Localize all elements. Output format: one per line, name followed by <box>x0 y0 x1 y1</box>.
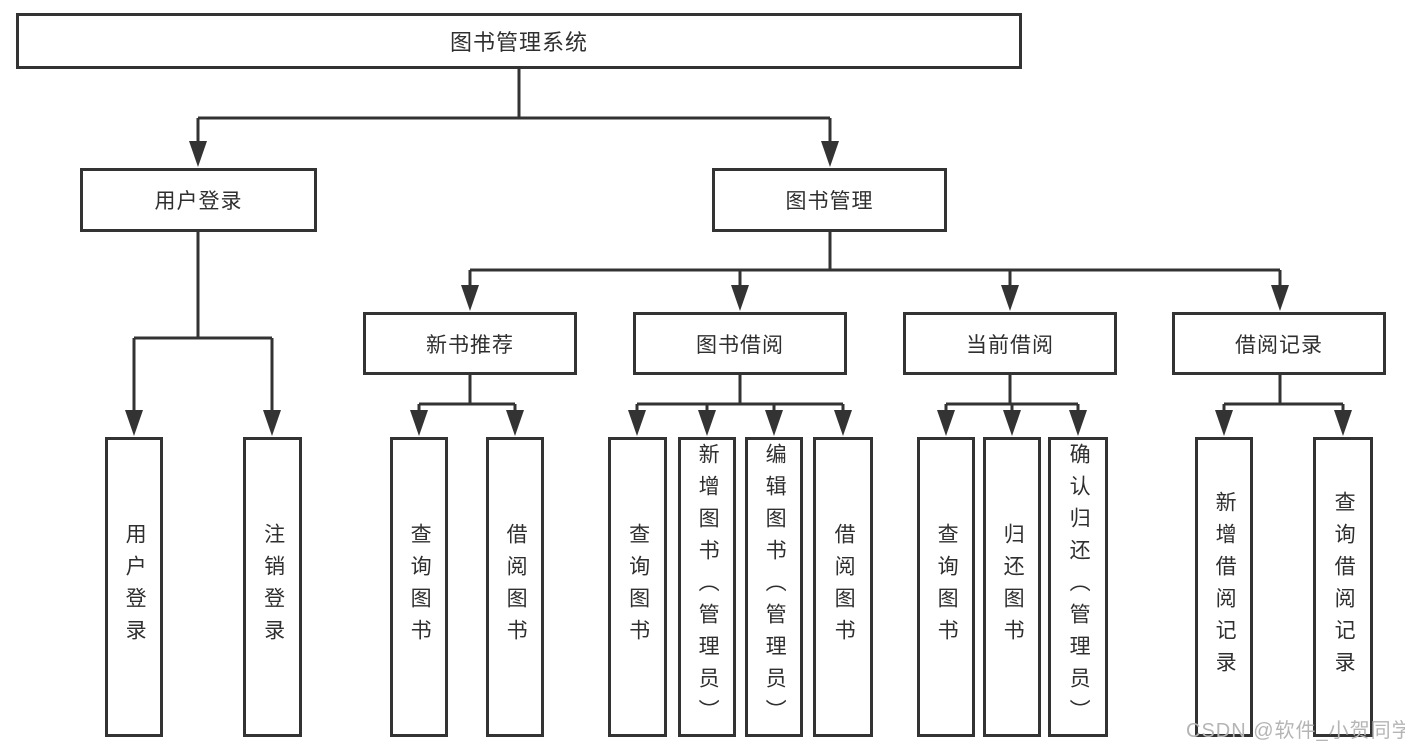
node-current-borrow: 当前借阅 <box>903 312 1117 375</box>
node-new-book-recommend: 新书推荐 <box>363 312 577 375</box>
leaf-borrow-books: 借阅图书 <box>813 437 873 737</box>
leaf-user-login: 用户登录 <box>105 437 163 737</box>
leaf-query-books-recommend: 查询图书 <box>390 437 448 737</box>
leaf-logout: 注销登录 <box>243 437 302 737</box>
leaf-query-books-current: 查询图书 <box>917 437 975 737</box>
leaf-query-books-recommend-label: 查询图书 <box>408 523 432 651</box>
leaf-query-borrow-record-label: 查询借阅记录 <box>1332 491 1356 683</box>
leaf-borrow-books-recommend: 借阅图书 <box>486 437 544 737</box>
node-library-management-system: 图书管理系统 <box>16 13 1022 69</box>
leaf-return-book-label: 归还图书 <box>1001 523 1025 651</box>
leaf-add-book-admin: 新增图书（管理员） <box>678 437 736 737</box>
leaf-add-book-admin-label: 新增图书（管理员） <box>696 443 720 731</box>
csdn-watermark: CSDN @软件_小贺同学 <box>1186 720 1405 742</box>
node-user-login: 用户登录 <box>80 168 317 232</box>
leaf-query-borrow-record: 查询借阅记录 <box>1313 437 1373 737</box>
leaf-user-login-label: 用户登录 <box>123 523 147 651</box>
leaf-borrow-books-recommend-label: 借阅图书 <box>504 523 528 651</box>
leaf-logout-label: 注销登录 <box>261 523 285 651</box>
leaf-return-book: 归还图书 <box>983 437 1041 737</box>
leaf-confirm-return-admin: 确认归还（管理员） <box>1048 437 1108 737</box>
node-borrow-records: 借阅记录 <box>1172 312 1386 375</box>
leaf-query-books-current-label: 查询图书 <box>935 523 959 651</box>
leaf-confirm-return-admin-label: 确认归还（管理员） <box>1067 443 1091 731</box>
leaf-add-borrow-record-label: 新增借阅记录 <box>1213 491 1237 683</box>
leaf-add-borrow-record: 新增借阅记录 <box>1195 437 1253 737</box>
leaf-query-books-borrow-label: 查询图书 <box>626 523 650 651</box>
node-book-management: 图书管理 <box>712 168 947 232</box>
leaf-query-books-borrow: 查询图书 <box>608 437 667 737</box>
leaf-edit-book-admin: 编辑图书（管理员） <box>745 437 803 737</box>
node-book-borrow: 图书借阅 <box>633 312 847 375</box>
leaf-edit-book-admin-label: 编辑图书（管理员） <box>763 443 787 731</box>
leaf-borrow-books-label: 借阅图书 <box>832 523 856 651</box>
